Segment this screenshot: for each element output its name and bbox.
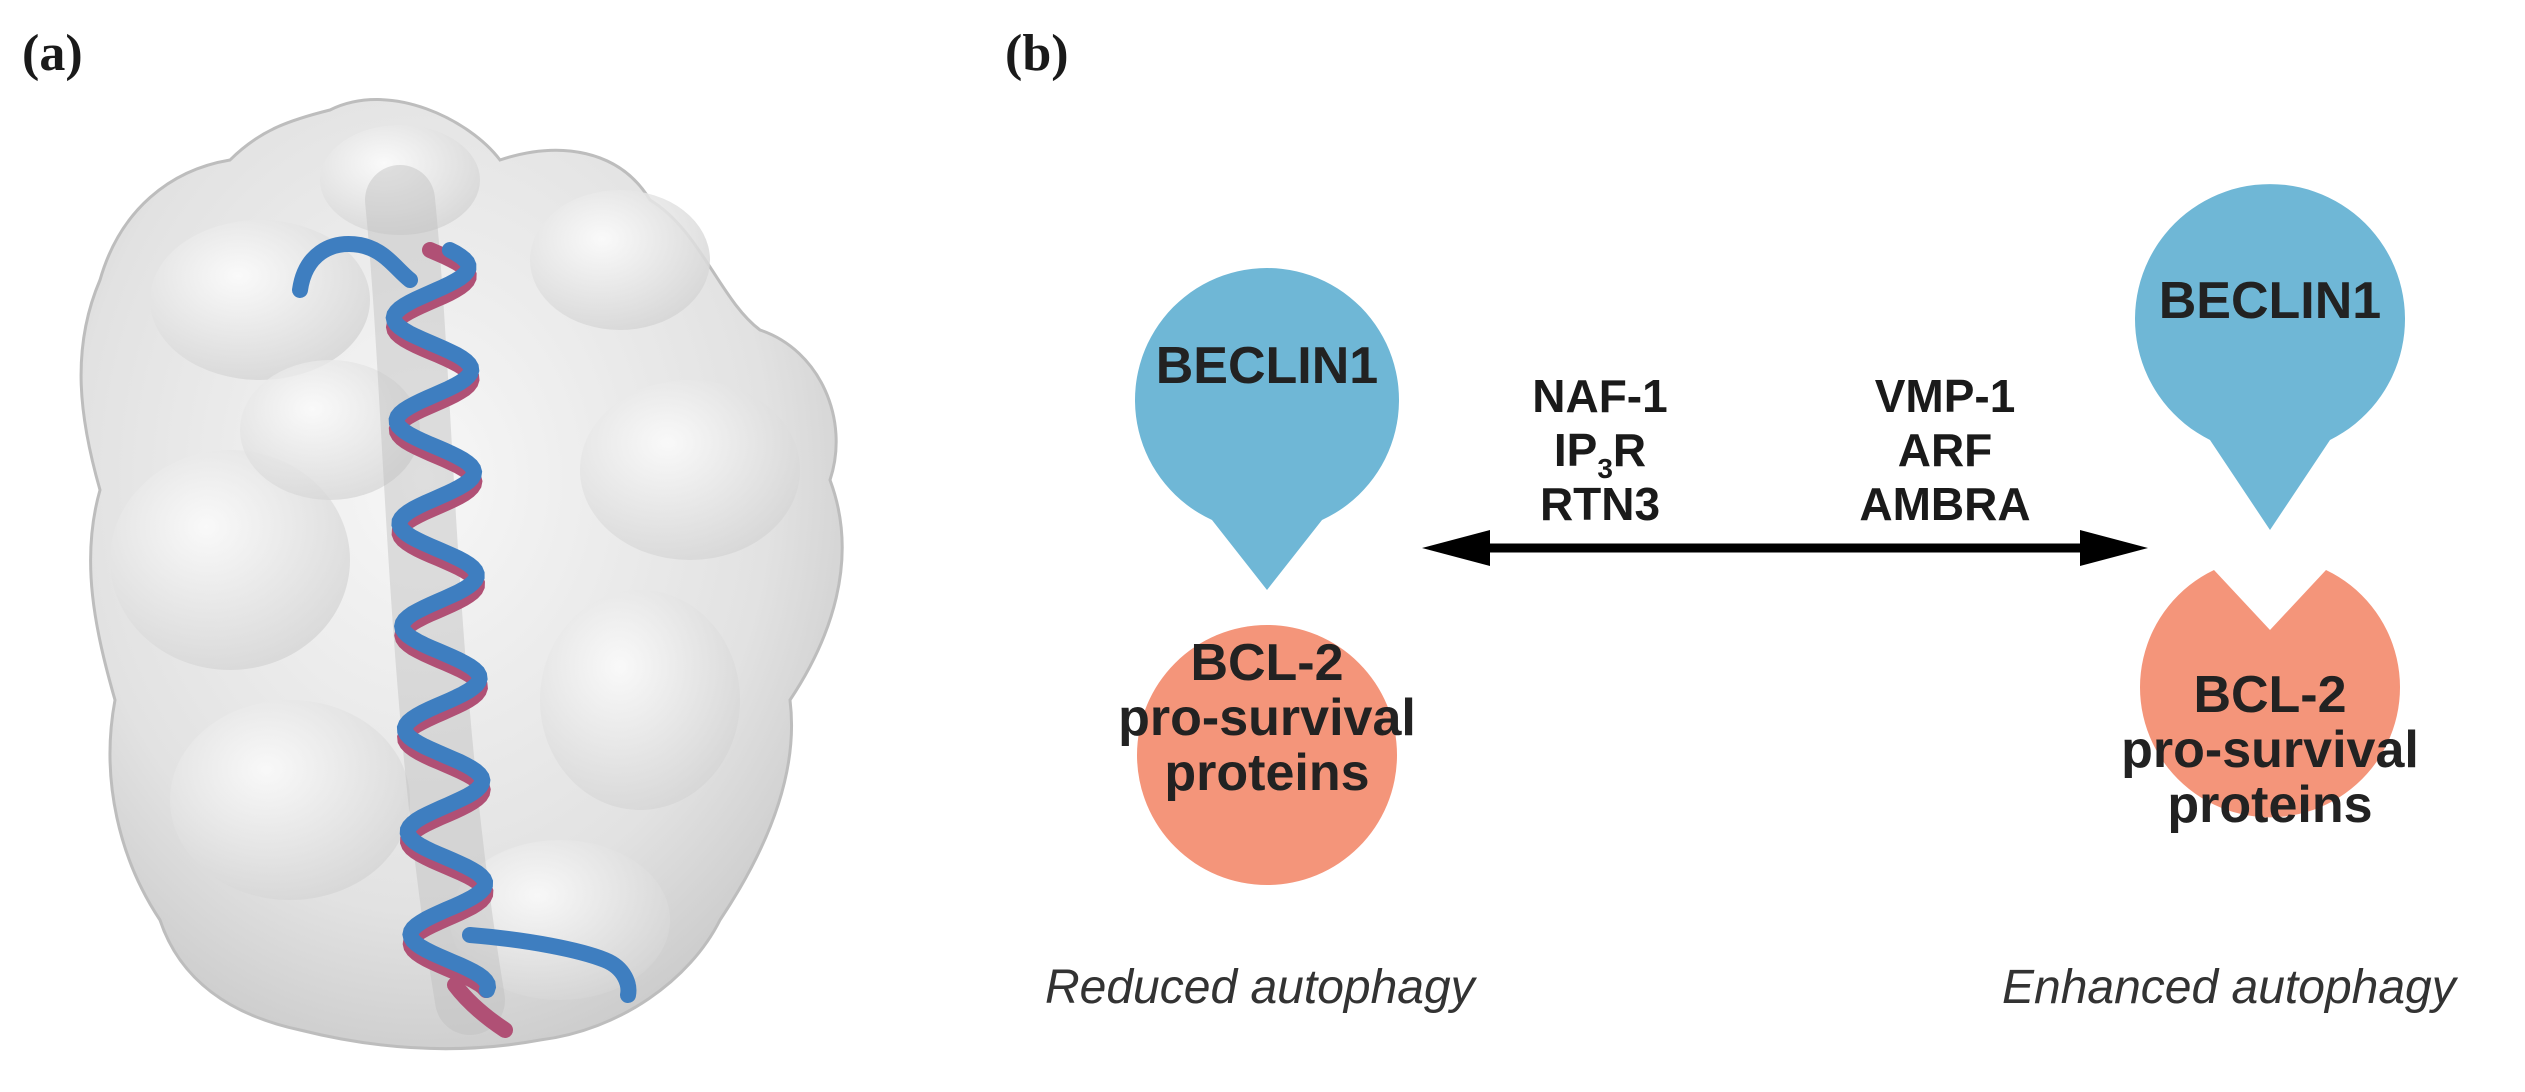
protein-surface — [79, 98, 844, 1051]
surface-lobe — [540, 590, 740, 810]
bcl2-label-right-3: proteins — [2167, 776, 2372, 834]
regulators-right: VMP-1 ARF AMBRA — [1859, 370, 2030, 530]
panel-b-label: (b) — [1005, 25, 1069, 82]
regulator-vmp1: VMP-1 — [1875, 370, 2016, 422]
regulator-ip3r: IP3R — [1554, 424, 1646, 484]
beclin1-shape-left — [1135, 268, 1399, 590]
bcl2-label-right-1: BCL-2 — [2193, 666, 2346, 724]
bcl2-label-left-3: proteins — [1164, 744, 1369, 802]
arrowhead-left — [1422, 530, 1490, 566]
helix-ribbons — [292, 236, 637, 1038]
beclin1-label-left: BECLIN1 — [1156, 337, 1378, 395]
bcl2-label-right-2: pro-survival — [2121, 721, 2419, 779]
regulator-ip3r-r: R — [1613, 424, 1646, 476]
helix-blue-tail-bottom — [462, 927, 637, 1003]
left-complex: BECLIN1 BCL-2 pro-survival proteins Redu… — [1045, 268, 1478, 1014]
regulator-naf1: NAF-1 — [1532, 370, 1667, 422]
surface-lobe — [320, 125, 480, 235]
helix-blue-tail-top — [292, 236, 418, 298]
regulator-ip3r-subscript: 3 — [1597, 453, 1613, 484]
helix-red-tail-bottom — [447, 977, 513, 1038]
caption-reduced: Reduced autophagy — [1045, 961, 1478, 1014]
beclin1-label-right: BECLIN1 — [2159, 272, 2381, 330]
right-complex: BECLIN1 BCL-2 pro-survival proteins Enha… — [2002, 184, 2459, 1014]
regulator-arf: ARF — [1898, 424, 1993, 476]
beclin1-shape-right — [2135, 184, 2405, 530]
arrowhead-right — [2080, 530, 2148, 566]
regulator-ip3r-ip: IP — [1554, 424, 1597, 476]
surface-lobe — [110, 450, 350, 670]
bcl2-shape-right — [2140, 570, 2400, 818]
regulator-ambra: AMBRA — [1859, 478, 2030, 530]
bcl2-label-left-1: BCL-2 — [1190, 634, 1343, 692]
regulator-rtn3: RTN3 — [1540, 478, 1660, 530]
regulators-left: NAF-1 IP3R RTN3 — [1532, 370, 1667, 530]
surface-lobe — [580, 380, 800, 560]
caption-enhanced: Enhanced autophagy — [2002, 961, 2459, 1014]
helix-blue — [385, 242, 497, 998]
equilibrium-arrow — [1422, 530, 2148, 566]
surface-lobe — [240, 360, 420, 500]
surface-lobe — [530, 190, 710, 330]
panel-a-label: (a) — [22, 25, 83, 82]
bcl2-circle-left — [1137, 625, 1397, 885]
bcl2-label-left-2: pro-survival — [1118, 689, 1416, 747]
surface-lobe — [170, 700, 410, 900]
